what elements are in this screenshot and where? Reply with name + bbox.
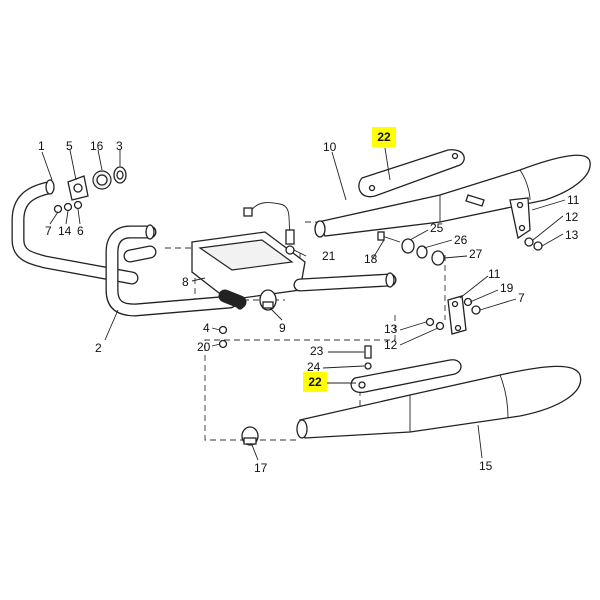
callout-21: 21 bbox=[322, 249, 336, 263]
heat-shield-part-22-lower bbox=[350, 359, 462, 394]
bolt-part-18 bbox=[377, 231, 401, 243]
bolt-part-23-24 bbox=[364, 345, 372, 370]
callout-leader-lines bbox=[41, 147, 566, 461]
callout-24: 24 bbox=[307, 360, 321, 374]
clamp-part-17 bbox=[241, 426, 259, 446]
callout-12-lower: 12 bbox=[384, 338, 398, 352]
callout-7-upper-left: 7 bbox=[45, 224, 52, 238]
exhaust-header-pipe-1 bbox=[11, 179, 139, 285]
callout-23: 23 bbox=[310, 344, 324, 358]
callout-14: 14 bbox=[58, 224, 72, 238]
bracket-part-11-lower bbox=[447, 295, 467, 335]
callout-5: 5 bbox=[66, 139, 73, 153]
upper-muffler-part-10 bbox=[314, 154, 591, 238]
callout-10: 10 bbox=[323, 140, 337, 154]
callout-22-upper-highlighted: 22 bbox=[372, 127, 396, 147]
spacer-parts-25-26-27 bbox=[401, 238, 445, 266]
callout-15: 15 bbox=[479, 459, 493, 473]
exhaust-header-pipe-2 bbox=[105, 224, 245, 317]
callout-27: 27 bbox=[469, 247, 483, 261]
callout-12-upper: 12 bbox=[565, 210, 579, 224]
clamp-part-9 bbox=[259, 289, 277, 311]
callout-1: 1 bbox=[38, 139, 45, 153]
callout-25: 25 bbox=[430, 221, 444, 235]
callout-16: 16 bbox=[90, 139, 104, 153]
callout-20: 20 bbox=[197, 340, 211, 354]
crossover-box-part-8 bbox=[191, 231, 397, 309]
seal-part-16 bbox=[92, 170, 112, 190]
bracket-part-11-upper bbox=[465, 194, 531, 240]
callout-8: 8 bbox=[182, 275, 189, 289]
flange-part-5 bbox=[67, 175, 89, 201]
callout-11-upper: 11 bbox=[567, 193, 580, 207]
callout-18: 18 bbox=[364, 252, 378, 266]
nuts-part-7-14-6 bbox=[53, 200, 83, 214]
callout-26: 26 bbox=[454, 233, 468, 247]
callout-4: 4 bbox=[203, 321, 210, 335]
callout-2: 2 bbox=[95, 341, 102, 355]
callout-9: 9 bbox=[279, 321, 286, 335]
gasket-part-3 bbox=[113, 166, 127, 184]
washers-part-12-13-upper bbox=[524, 237, 543, 251]
nuts-part-4-20 bbox=[218, 325, 228, 349]
callout-17: 17 bbox=[254, 461, 268, 475]
washers-part-13-12-lower bbox=[425, 317, 445, 331]
callout-13-lower: 13 bbox=[384, 322, 398, 336]
callout-22-lower-highlighted: 22 bbox=[303, 372, 327, 392]
callout-11-lower: 11 bbox=[488, 267, 501, 281]
callout-13-upper: 13 bbox=[565, 228, 579, 242]
heat-shield-part-22-upper bbox=[358, 149, 465, 198]
callout-7-lower-right: 7 bbox=[518, 291, 525, 305]
callout-3: 3 bbox=[116, 139, 123, 153]
lower-muffler-part-15 bbox=[296, 365, 582, 439]
callout-19: 19 bbox=[500, 281, 514, 295]
callout-6: 6 bbox=[77, 224, 84, 238]
